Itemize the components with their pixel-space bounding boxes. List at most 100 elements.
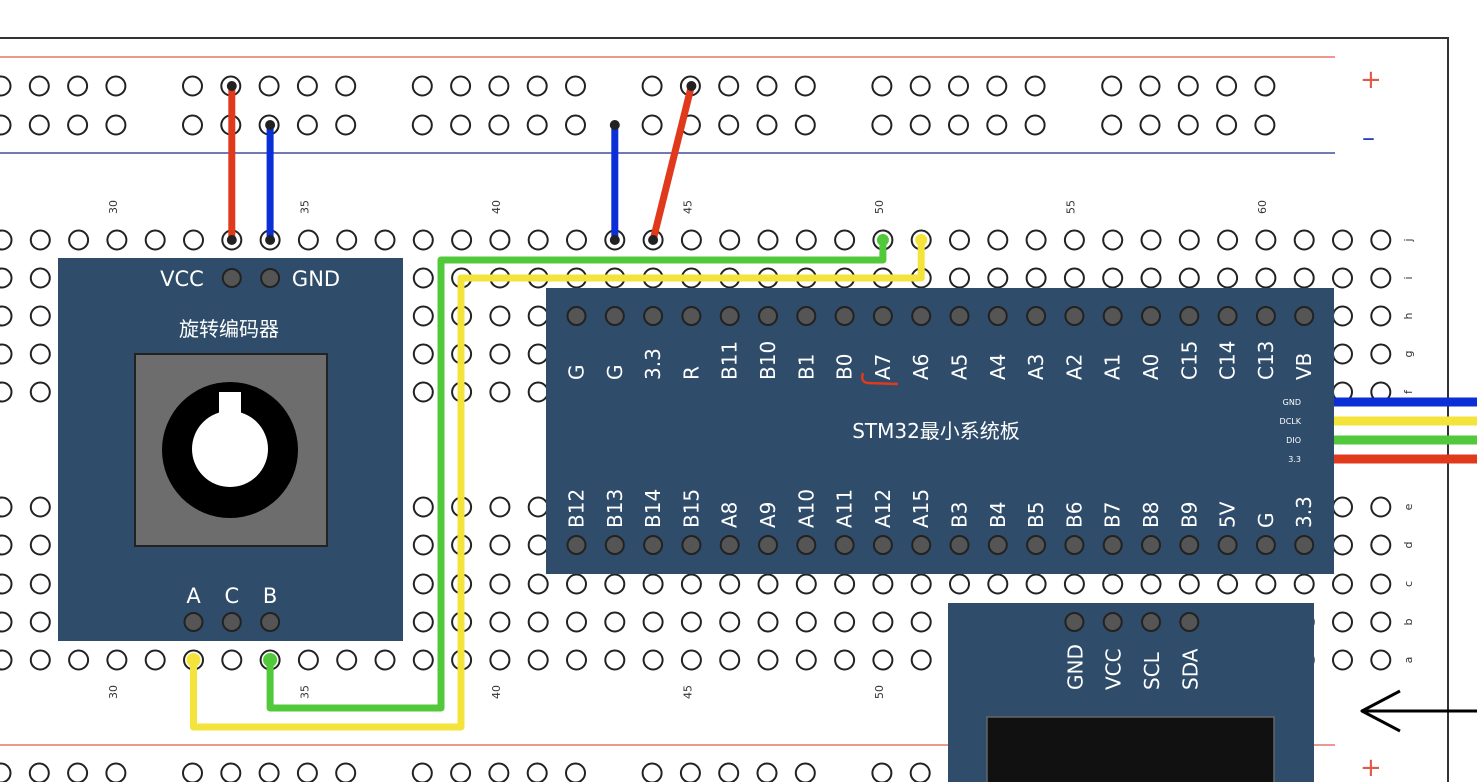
rail-hole [718, 75, 740, 97]
column-number: 30 [107, 685, 120, 699]
stm32-bottom-pin-label: B6 [1062, 502, 1086, 528]
encoder-pin [183, 612, 204, 632]
encoder-pin-label: A [186, 584, 201, 608]
wire-yellow-encoder-a [190, 236, 925, 731]
breadboard-hole [527, 305, 549, 327]
stm32-bottom-pin-label: A9 [756, 502, 780, 528]
breadboard-hole [1332, 649, 1353, 671]
stm32-bottom-pin-label: A12 [871, 489, 895, 528]
breadboard-hole [29, 496, 51, 518]
breadboard-hole [795, 573, 817, 595]
rail-hole [948, 75, 969, 97]
stm32-top-pin [949, 306, 970, 326]
rail-hole [641, 762, 663, 782]
column-number: 40 [490, 685, 503, 699]
column-number: 60 [1256, 200, 1269, 214]
breadboard-hole [910, 649, 932, 671]
column-number: 45 [681, 200, 694, 214]
breadboard-hole [0, 573, 13, 595]
column-number: 40 [490, 200, 503, 214]
breadboard-hole [757, 611, 779, 633]
stm32-top-pin [719, 306, 740, 326]
rail-hole [335, 114, 357, 136]
wire-end [226, 235, 237, 245]
breadboard-hole [834, 611, 856, 633]
row-letter: j [1402, 238, 1415, 242]
stm32-top-pin [758, 306, 778, 326]
breadboard-hole [0, 381, 13, 403]
breadboard-hole [1217, 573, 1239, 595]
breadboard-hole [1217, 267, 1239, 289]
breadboard-hole [604, 573, 626, 595]
wire-end [265, 120, 276, 130]
stm32-top-pin [1179, 306, 1200, 326]
breadboard-hole [1140, 573, 1162, 595]
breadboard-hole [489, 649, 511, 671]
breadboard-hole [527, 496, 549, 518]
stm32-top-pin-label: A6 [909, 354, 933, 380]
breadboard-hole [374, 649, 396, 671]
stm32-top-pin-label: A7 [871, 354, 895, 380]
breadboard-hole [757, 229, 779, 251]
oled-pin [1064, 612, 1085, 632]
breadboard-hole [29, 229, 51, 251]
breadboard-hole [1025, 573, 1047, 595]
stm32-top-pin [1064, 306, 1085, 326]
breadboard-hole [1370, 649, 1392, 671]
stm32-top-pin [1255, 306, 1276, 326]
breadboard-hole [412, 496, 434, 518]
stm32-top-pin [1141, 306, 1161, 326]
breadboard-hole [0, 496, 13, 518]
breadboard-hole [604, 649, 626, 671]
breadboard-hole [1102, 267, 1124, 289]
stm32-bottom-pin-label: A11 [833, 489, 857, 528]
breadboard-hole [297, 649, 319, 671]
encoder-pin [221, 268, 242, 288]
stm32-top-pin [604, 306, 625, 326]
column-number: 35 [298, 685, 311, 699]
stm32-bottom-pin [872, 535, 893, 555]
stm32-top-pin-label: C15 [1177, 341, 1201, 380]
oled-pin-label: SCL [1140, 651, 1164, 690]
rail-hole [1139, 114, 1161, 136]
breadboard-hole [489, 611, 511, 633]
breadboard-hole [987, 267, 1009, 289]
rail-hole [986, 75, 1008, 97]
breadboard-hole [68, 229, 90, 251]
stm32-bottom-pin [1026, 535, 1047, 555]
encoder-pin-label: C [224, 584, 239, 608]
stm32-top-pin-label: G [603, 365, 627, 381]
stm32-top-pin-label: R [679, 366, 703, 380]
rail-hole [526, 762, 548, 782]
rail-hole [296, 762, 318, 782]
rail-hole [1177, 75, 1199, 97]
stm32-top-pin [987, 306, 1008, 326]
breadboard-hole [834, 229, 856, 251]
breadboard-hole [29, 305, 51, 327]
stm32-bottom-pin-label: A10 [794, 489, 818, 528]
row-letter: a [1402, 657, 1415, 664]
rail-hole [182, 75, 203, 97]
breadboard-hole [144, 229, 166, 251]
rail-hole [1101, 114, 1123, 136]
encoder-shaft-key [219, 392, 241, 422]
breadboard-hole [566, 611, 587, 633]
row-letter: i [1402, 276, 1415, 279]
oled-pin [1102, 612, 1123, 632]
stm32-bottom-pin [681, 535, 702, 555]
breadboard-hole [757, 573, 779, 595]
breadboard-hole [872, 649, 894, 671]
breadboard-hole [1370, 267, 1392, 289]
stm32-bottom-pin [1217, 535, 1238, 555]
breadboard-hole [29, 381, 51, 403]
wire-end [186, 653, 201, 667]
breadboard-hole [1293, 229, 1315, 251]
breadboard-hole [489, 343, 511, 365]
stm32-bottom-pin [719, 535, 740, 555]
breadboard-hole [412, 611, 434, 633]
rail-hole [1024, 114, 1046, 136]
rail-hole [909, 762, 931, 782]
rail-hole [258, 75, 280, 97]
breadboard-hole [527, 649, 549, 671]
stm32-top-pin-label: A0 [1139, 354, 1163, 380]
